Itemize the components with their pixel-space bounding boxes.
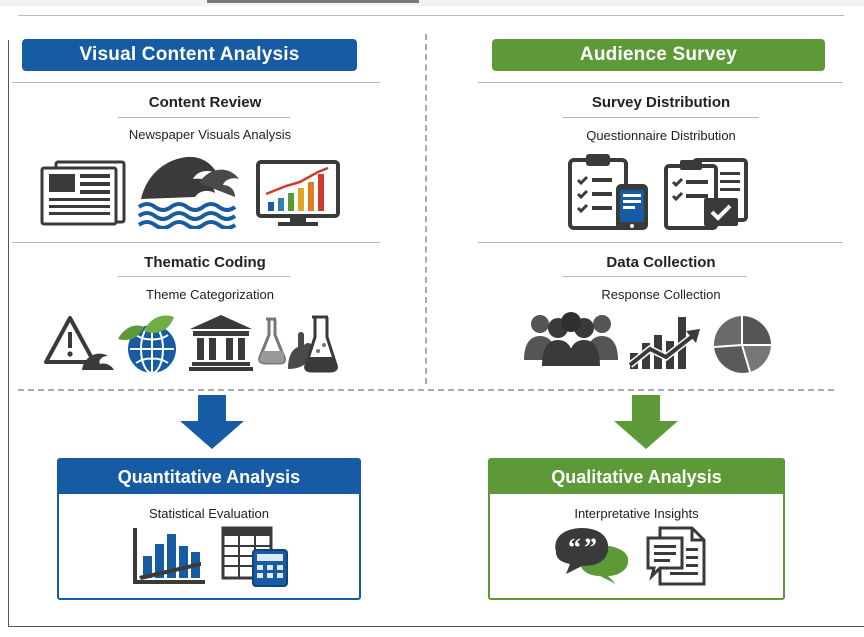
frame-top-line — [207, 0, 419, 3]
pie-chart-icon — [713, 316, 771, 373]
right-section-rule — [478, 242, 843, 243]
statistical-evaluation-subtitle: Statistical Evaluation — [149, 506, 269, 521]
left-header-rule — [12, 82, 380, 83]
survey-distribution-underline — [563, 117, 759, 118]
svg-text:”: ” — [584, 533, 597, 562]
document-icon — [646, 526, 706, 586]
clipboard-phone-icon — [568, 154, 648, 230]
survey-distribution-title: Survey Distribution — [591, 94, 731, 111]
people-group-icon — [524, 312, 618, 366]
thematic-coding-title: Thematic Coding — [144, 254, 266, 271]
right-down-arrow-icon — [614, 395, 678, 449]
wave-icon — [137, 156, 239, 229]
quantitative-analysis-title: Quantitative Analysis — [59, 460, 359, 494]
lab-flask-icon — [258, 315, 338, 373]
left-down-arrow-icon — [180, 395, 244, 449]
thematic-coding-underline — [118, 276, 290, 277]
content-review-underline — [118, 117, 290, 118]
data-collection-underline — [563, 276, 747, 277]
row-divider — [18, 389, 834, 391]
quantitative-analysis-box: Quantitative Analysis Statistical Evalua… — [57, 458, 361, 600]
data-collection-title: Data Collection — [606, 254, 716, 271]
column-divider — [425, 34, 427, 384]
visual-content-analysis-header: Visual Content Analysis — [22, 39, 357, 71]
frame-bottom-border — [8, 626, 864, 627]
spreadsheet-calculator-icon — [221, 526, 288, 587]
frame-top-bar — [0, 0, 864, 6]
frame-rule — [18, 15, 844, 16]
content-review-title: Content Review — [148, 94, 262, 111]
institution-icon — [189, 315, 253, 371]
chart-monitor-icon — [256, 160, 340, 226]
speech-bubbles-icon: “ ” — [555, 528, 629, 584]
bar-chart-icon — [133, 528, 205, 584]
questionnaire-distribution-subtitle: Questionnaire Distribution — [586, 128, 736, 143]
audience-survey-header: Audience Survey — [492, 39, 825, 71]
left-section-rule — [12, 242, 380, 243]
theme-categorization-subtitle: Theme Categorization — [146, 287, 274, 302]
right-header-rule — [478, 82, 843, 83]
qualitative-analysis-title: Qualitative Analysis — [490, 460, 783, 494]
interpretative-insights-subtitle: Interpretative Insights — [574, 506, 699, 521]
newspaper-visuals-subtitle: Newspaper Visuals Analysis — [128, 127, 292, 142]
growth-chart-icon — [628, 317, 700, 369]
globe-leaf-icon — [118, 315, 176, 374]
svg-text:“: “ — [568, 533, 581, 562]
warning-icon — [44, 316, 114, 370]
frame-left-border — [8, 40, 9, 627]
newspaper-icon — [40, 160, 126, 226]
qualitative-analysis-box: Qualitative Analysis Interpretative Insi… — [488, 458, 785, 600]
response-collection-subtitle: Response Collection — [601, 287, 721, 302]
clipboard-checklist-icon — [664, 158, 748, 230]
